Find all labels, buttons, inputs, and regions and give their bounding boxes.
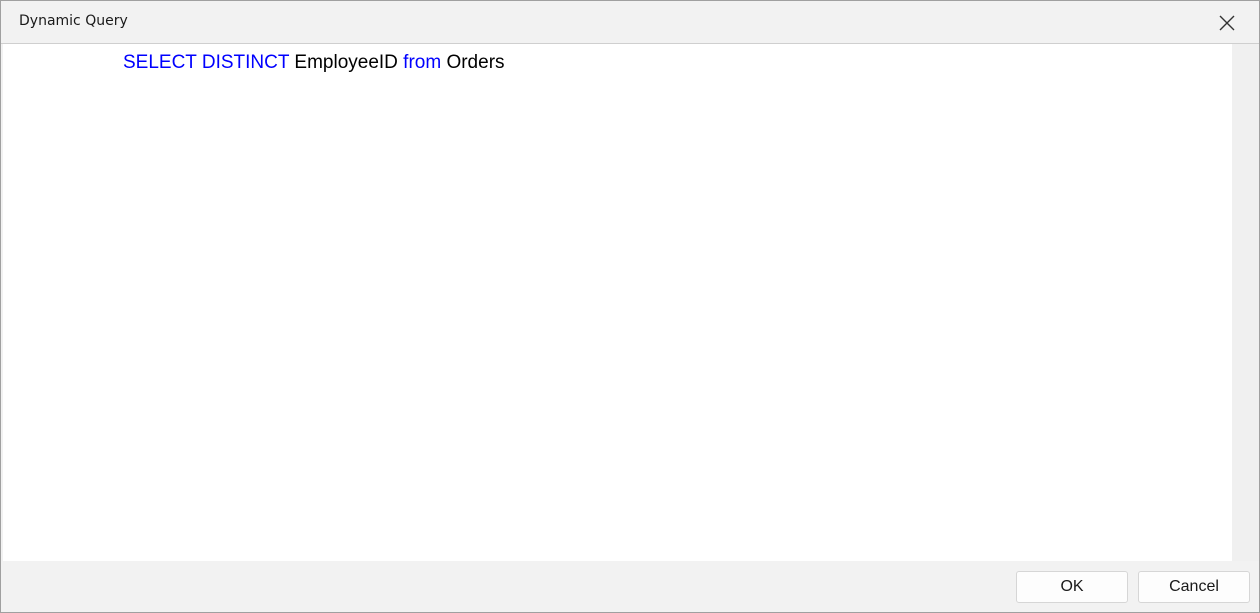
keyword-from: from [403,52,442,73]
close-icon [1219,15,1235,31]
query-editor[interactable]: SELECT DISTINCT EmployeeID from Orders [3,44,1232,561]
query-text: SELECT DISTINCT EmployeeID from Orders [123,52,505,74]
close-button[interactable] [1213,9,1241,37]
cancel-button[interactable]: Cancel [1138,571,1250,603]
identifier-employeeid: EmployeeID [289,52,404,73]
title-bar: Dynamic Query [1,1,1259,44]
dialog-title: Dynamic Query [19,13,128,29]
dialog-footer: OK Cancel [1,562,1259,612]
keyword-select-distinct: SELECT DISTINCT [123,52,290,73]
ok-button[interactable]: OK [1016,571,1128,603]
identifier-orders: Orders [441,52,505,73]
vertical-scrollbar[interactable] [1232,44,1259,561]
